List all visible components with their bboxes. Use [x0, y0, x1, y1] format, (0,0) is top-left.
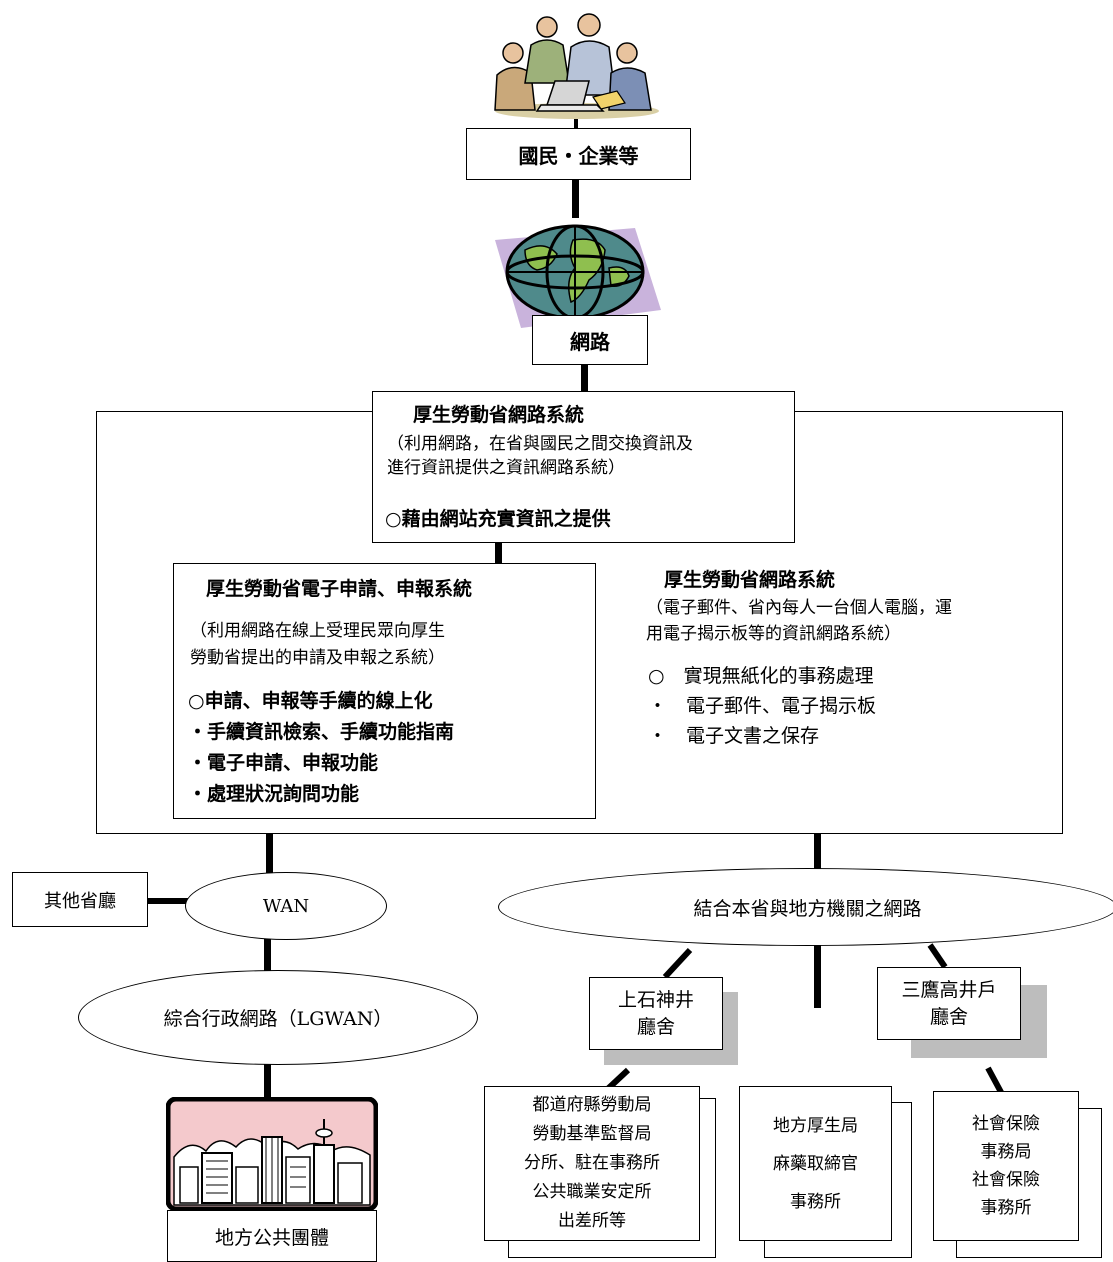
connector-other-wan	[147, 898, 193, 904]
mhlw-internal-bullet-1: ○ 實現無紙化的事務處理	[648, 665, 874, 687]
other-ministries-box: 其他省廳	[12, 872, 148, 927]
regional-health-line1: 地方厚生局	[773, 1115, 858, 1136]
regional-health-line2: 麻藥取締官	[773, 1153, 858, 1174]
social-insurance-line1: 社會保險	[972, 1114, 1040, 1134]
mitaka-line1: 三鷹高井戶	[901, 978, 997, 1001]
wan-label: WAN	[262, 895, 310, 917]
lgwan-ellipse: 綜合行政網路（LGWAN）	[78, 970, 478, 1065]
connector-outer-wan	[266, 833, 273, 875]
local-government-box: 地方公共團體	[167, 1210, 377, 1262]
connector-system-eapp	[495, 542, 502, 564]
other-ministries-label: 其他省廳	[44, 890, 116, 912]
local-government-label: 地方公共團體	[214, 1226, 329, 1249]
mitaka-line2: 廳舍	[929, 1005, 968, 1028]
e-application-bullet-3: ・電子申請、申報功能	[188, 752, 379, 774]
prefectural-offices-box: 都道府縣勞動局 勞動基準監督局 分所、駐在事務所 公共職業安定所 出差所等	[484, 1086, 700, 1241]
mhlw-internal-system: 厚生勞動省網路系統 （電子郵件、省內每人一台個人電腦，運 用電子揭示板等的資訊網…	[640, 563, 1050, 763]
social-insurance-line3: 社會保險	[972, 1170, 1040, 1190]
mhlw-internal-desc-line1: （電子郵件、省內每人一台個人電腦，運	[646, 598, 952, 618]
prefectural-offices-line5: 出差所等	[558, 1211, 626, 1231]
mhlw-internal-bullets: ○ 實現無紙化的事務處理 ・ 電子郵件、電子揭示板 ・ 電子文書之保存	[648, 661, 876, 751]
social-insurance-line2: 事務局	[980, 1142, 1032, 1162]
mhlw-internal-title: 厚生勞動省網路系統	[664, 569, 836, 591]
regional-health-box: 地方厚生局 麻藥取締官 事務所	[739, 1086, 892, 1241]
mhlw-web-desc-line2: 進行資訊提供之資訊網路系統）	[387, 458, 625, 478]
mhlw-internal-bullet-3: ・ 電子文書之保存	[648, 725, 820, 747]
city-buildings-icon	[165, 1096, 379, 1212]
kamishakujii-line1: 上石神井	[617, 988, 694, 1011]
citizens-label: 國民・企業等	[518, 143, 639, 168]
connector-wan-lgwan	[264, 938, 271, 972]
connector-citizens-up	[574, 118, 578, 128]
connector-citizens-globe	[572, 178, 579, 218]
mhlw-internal-desc-line2: 用電子揭示板等的資訊網路系統）	[646, 624, 901, 644]
local-network-ellipse: 結合本省與地方機關之網路	[498, 868, 1113, 946]
mhlw-web-description: （利用網路，在省與國民之間交換資訊及 進行資訊提供之資訊網路系統）	[387, 432, 693, 480]
mhlw-web-bullet: ○藉由網站充實資訊之提供	[385, 508, 611, 530]
e-application-bullet-2: ・手續資訊檢索、手續功能指南	[188, 721, 455, 743]
network-label: 網路	[570, 329, 610, 354]
lgwan-label: 綜合行政網路（LGWAN）	[163, 1008, 393, 1030]
e-application-bullets: ○申請、申報等手續的線上化 ・手續資訊檢索、手續功能指南 ・電子申請、申報功能 …	[188, 686, 454, 810]
social-insurance-box: 社會保險 事務局 社會保險 事務所	[933, 1091, 1079, 1241]
social-insurance-line4: 事務所	[980, 1198, 1032, 1218]
connector-local-regional	[814, 943, 821, 1008]
e-application-title: 厚生勞動省電子申請、申報系統	[206, 578, 473, 600]
kamishakujii-line2: 廳舍	[636, 1015, 675, 1038]
mhlw-internal-description: （電子郵件、省內每人一台個人電腦，運 用電子揭示板等的資訊網路系統）	[646, 595, 952, 647]
e-application-desc-line1: （利用網路在線上受理民眾向厚生	[190, 621, 445, 641]
local-network-label: 結合本省與地方機關之網路	[693, 897, 922, 920]
e-application-desc-line2: 勞動省提出的申請及申報之系統）	[190, 648, 445, 668]
people-clipart	[485, 5, 665, 120]
e-application-description: （利用網路在線上受理民眾向厚生 勞動省提出的申請及申報之系統）	[190, 618, 445, 672]
connector-network-system	[581, 364, 588, 392]
connector-outer-local	[814, 833, 821, 871]
mitaka-box: 三鷹高井戶 廳舍	[877, 967, 1021, 1040]
connector-lgwan-localgov	[264, 1064, 271, 1100]
people-working-icon	[494, 13, 659, 119]
mhlw-internal-bullet-2: ・ 電子郵件、電子揭示板	[648, 695, 877, 717]
e-application-box: 厚生勞動省電子申請、申報系統 （利用網路在線上受理民眾向厚生 勞動省提出的申請及…	[173, 563, 596, 819]
e-application-bullet-1: ○申請、申報等手續的線上化	[188, 690, 433, 712]
citizens-box: 國民・企業等	[466, 128, 691, 180]
prefectural-offices-line4: 公共職業安定所	[532, 1182, 652, 1202]
mhlw-web-title: 厚生勞動省網路系統	[413, 404, 585, 426]
regional-health-line3: 事務所	[790, 1191, 841, 1212]
prefectural-offices-line1: 都道府縣勞動局	[532, 1095, 652, 1115]
e-application-bullet-4: ・處理狀況詢問功能	[188, 783, 360, 805]
wan-ellipse: WAN	[185, 872, 387, 940]
prefectural-offices-line3: 分所、駐在事務所	[524, 1153, 660, 1173]
kamishakujii-box: 上石神井 廳舍	[589, 977, 723, 1050]
network-box: 網路	[532, 315, 648, 365]
prefectural-offices-line2: 勞動基準監督局	[532, 1124, 652, 1144]
mhlw-web-system-box: 厚生勞動省網路系統 （利用網路，在省與國民之間交換資訊及 進行資訊提供之資訊網路…	[372, 391, 795, 543]
mhlw-web-desc-line1: （利用網路，在省與國民之間交換資訊及	[387, 434, 693, 454]
city-clipart	[165, 1096, 379, 1212]
